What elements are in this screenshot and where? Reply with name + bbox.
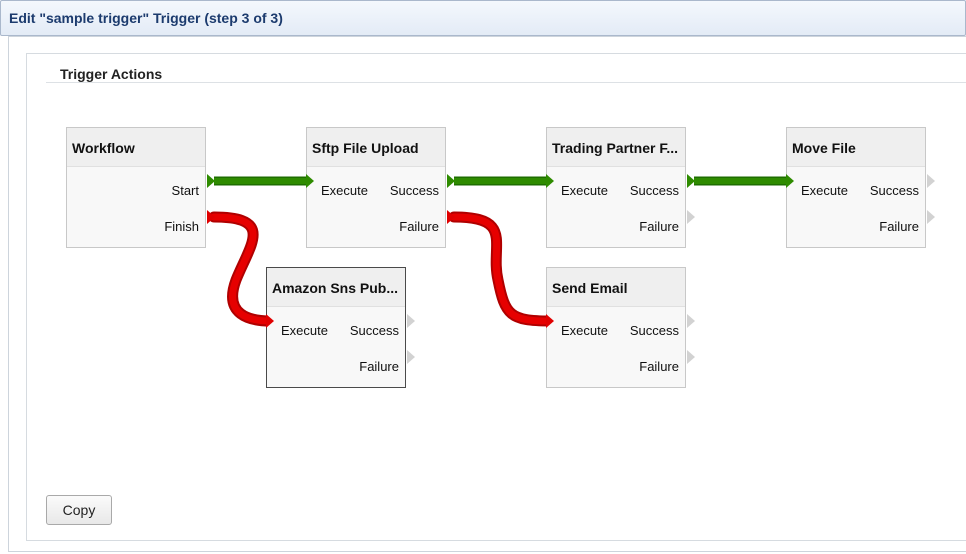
port-label-success: Success	[629, 183, 679, 198]
node-title-bar[interactable]: Amazon Sns Pub...	[267, 268, 405, 307]
port-label-finish: Finish	[164, 219, 199, 234]
port-label-failure: Failure	[639, 359, 679, 374]
node-title: Move File	[792, 140, 856, 156]
node-trading-partner[interactable]: Trading Partner F... Execute Success Fai…	[546, 127, 686, 248]
port-trading-execute[interactable]	[546, 174, 554, 188]
node-title-bar[interactable]: Sftp File Upload	[307, 128, 445, 167]
node-title: Workflow	[72, 140, 135, 156]
dialog-title: Edit "sample trigger" Trigger (step 3 of…	[9, 10, 283, 26]
port-label-failure: Failure	[359, 359, 399, 374]
legend-divider	[46, 82, 966, 83]
trigger-actions-fieldset	[26, 53, 966, 541]
node-send-email[interactable]: Send Email Execute Success Failure	[546, 267, 686, 388]
port-amazon-success[interactable]	[407, 314, 415, 328]
port-workflow-start[interactable]	[207, 174, 215, 188]
port-workflow-finish[interactable]	[207, 210, 215, 224]
node-title: Amazon Sns Pub...	[272, 280, 399, 296]
port-sftp-execute[interactable]	[306, 174, 314, 188]
node-title: Send Email	[552, 280, 628, 296]
port-label-success: Success	[869, 183, 919, 198]
port-email-success[interactable]	[687, 314, 695, 328]
node-title-bar[interactable]: Send Email	[547, 268, 685, 307]
node-title-bar[interactable]: Workflow	[67, 128, 205, 167]
port-email-failure[interactable]	[687, 350, 695, 364]
port-move-success[interactable]	[927, 174, 935, 188]
node-title-bar[interactable]: Trading Partner F...	[547, 128, 685, 167]
node-title: Sftp File Upload	[312, 140, 419, 156]
node-move-file[interactable]: Move File Execute Success Failure	[786, 127, 926, 248]
port-label-failure: Failure	[639, 219, 679, 234]
port-trading-success[interactable]	[687, 174, 695, 188]
node-workflow[interactable]: Workflow Start Finish	[66, 127, 206, 248]
port-label-success: Success	[389, 183, 439, 198]
port-label-failure: Failure	[399, 219, 439, 234]
node-sftp-file-upload[interactable]: Sftp File Upload Execute Success Failure	[306, 127, 446, 248]
port-label-start: Start	[171, 183, 199, 198]
port-label-execute: Execute	[281, 323, 328, 338]
port-sftp-failure[interactable]	[447, 210, 455, 224]
port-label-success: Success	[629, 323, 679, 338]
port-move-execute[interactable]	[786, 174, 794, 188]
port-label-execute: Execute	[561, 183, 608, 198]
port-amazon-failure[interactable]	[407, 350, 415, 364]
port-trading-failure[interactable]	[687, 210, 695, 224]
port-label-execute: Execute	[321, 183, 368, 198]
port-move-failure[interactable]	[927, 210, 935, 224]
port-label-failure: Failure	[879, 219, 919, 234]
port-amazon-execute[interactable]	[266, 314, 274, 328]
port-label-execute: Execute	[561, 323, 608, 338]
port-label-success: Success	[349, 323, 399, 338]
port-sftp-success[interactable]	[447, 174, 455, 188]
port-label-execute: Execute	[801, 183, 848, 198]
trigger-actions-legend: Trigger Actions	[60, 66, 163, 82]
copy-button[interactable]: Copy	[46, 495, 112, 525]
port-email-execute[interactable]	[546, 314, 554, 328]
node-amazon-sns-publish[interactable]: Amazon Sns Pub... Execute Success Failur…	[266, 267, 406, 388]
dialog-title-bar: Edit "sample trigger" Trigger (step 3 of…	[0, 0, 966, 36]
node-title-bar[interactable]: Move File	[787, 128, 925, 167]
node-title: Trading Partner F...	[552, 140, 679, 156]
